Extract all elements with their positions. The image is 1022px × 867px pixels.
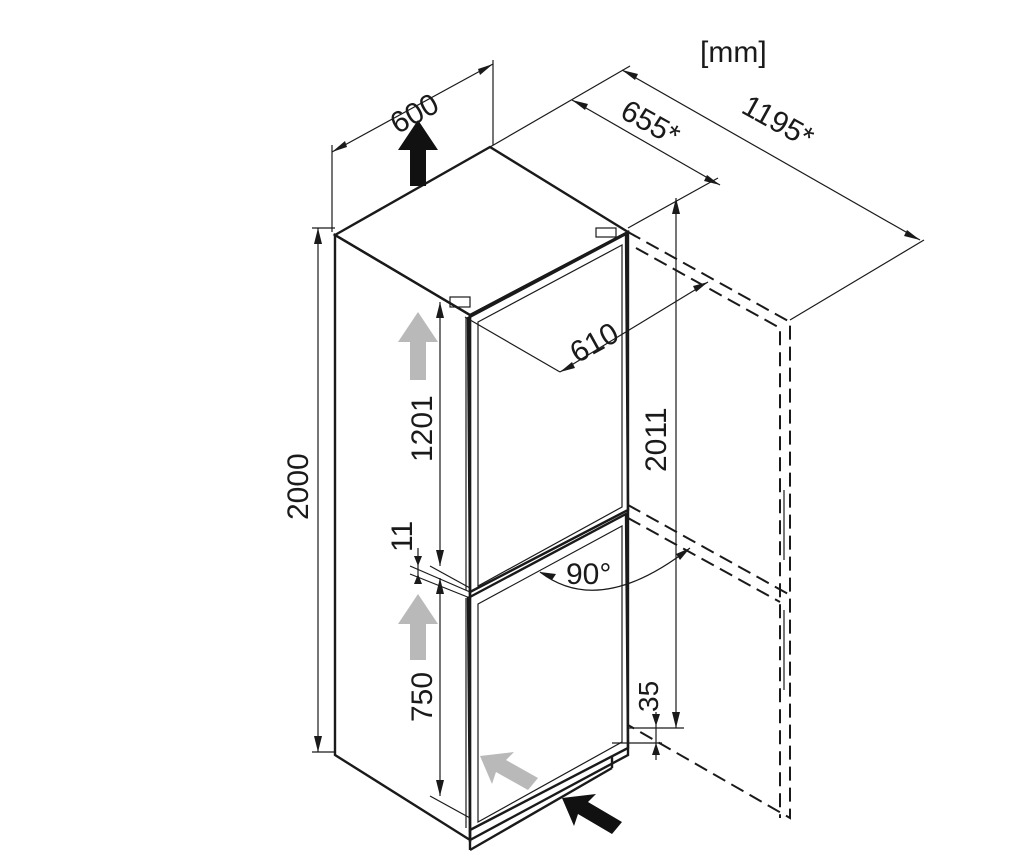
lower-door-label: 750 [406, 672, 439, 722]
height-hinge-dimension-line [628, 198, 684, 729]
upper-door-dimension-line [429, 302, 471, 589]
upper-door-label: 1201 [406, 395, 439, 462]
airflow-arrows [398, 312, 538, 790]
door-depth-label: 610 [565, 317, 625, 370]
open-door-outline [627, 231, 791, 820]
height-hinge-label: 2011 [640, 407, 673, 472]
depth-total-label: 1195* [736, 89, 819, 155]
fridge-body [332, 145, 631, 843]
plinth-label: 35 [633, 681, 664, 712]
airflow-arrow-icon [480, 752, 538, 790]
upper-door [449, 227, 630, 594]
airflow-arrow-icon [398, 594, 438, 660]
door-angle-arc [539, 547, 691, 591]
lower-door [465, 512, 630, 852]
lower-door-dimension-line [429, 578, 471, 819]
airflow-arrow-icon [398, 312, 438, 380]
depth-total-dimension-line [621, 69, 925, 321]
diagonal-arrow-icon [562, 794, 622, 834]
gap-label: 11 [386, 521, 419, 552]
up-arrow-icon [398, 120, 438, 186]
door-depth-dimension-line [464, 281, 709, 373]
depth-open-label: 655* [615, 94, 685, 153]
depth-open-dimension-line [489, 65, 721, 229]
door-angle-label: 90° [566, 558, 611, 591]
height-total-label: 2000 [282, 453, 315, 520]
width-dimension-line [331, 60, 494, 232]
plinth-dimension-line [612, 712, 662, 760]
solid-arrows [398, 120, 622, 834]
height-total-dimension-line [312, 227, 335, 753]
unit-label: [mm] [700, 36, 767, 69]
